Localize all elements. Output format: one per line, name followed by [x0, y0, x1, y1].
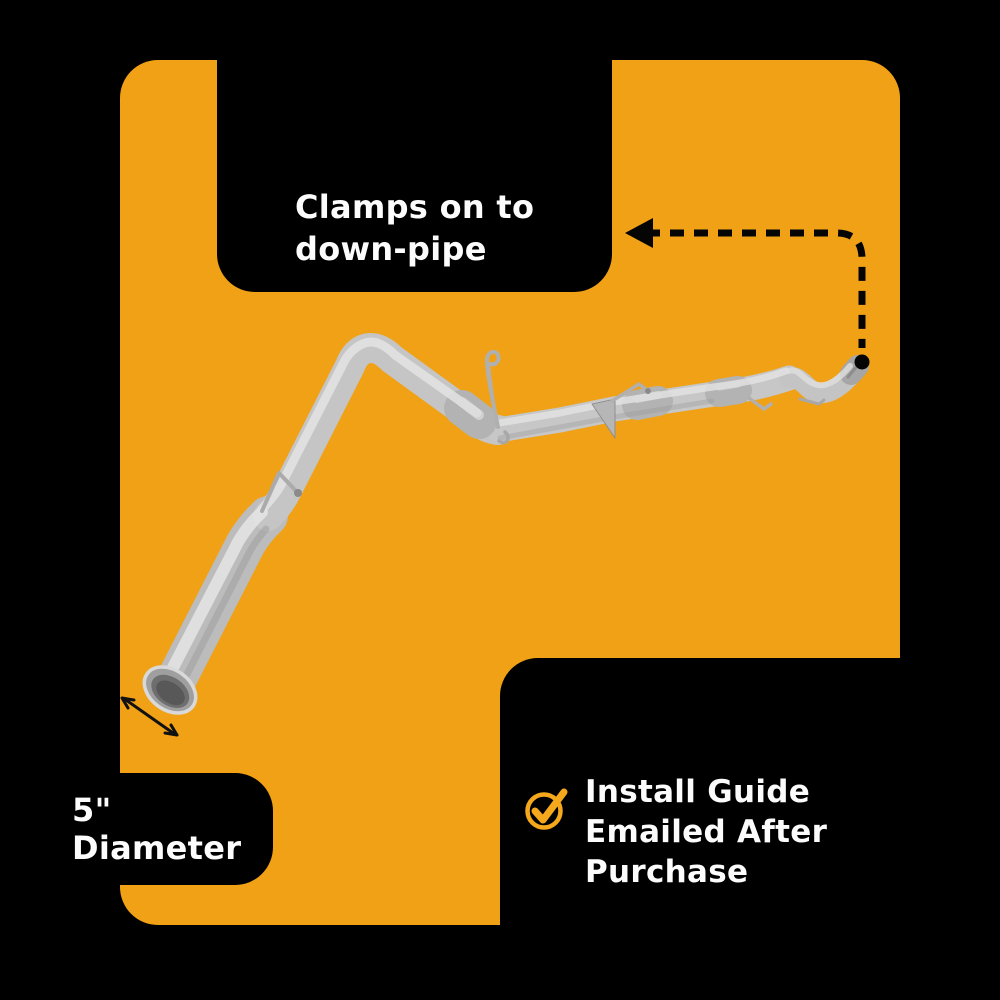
install-guide-line1: Install Guide [585, 774, 811, 810]
callout-install-guide: Install Guide Emailed After Purchase [500, 658, 1000, 1000]
double-headed-arrow-icon [120, 696, 179, 737]
callout-downpipe: Clamps on to down-pipe [217, 0, 612, 292]
pipe-mouth [142, 665, 198, 715]
install-guide-line2: Emailed After Purchase [585, 814, 828, 890]
arrowhead [625, 218, 653, 248]
connector-dot-icon [854, 354, 870, 370]
callout-downpipe-line2: down-pipe [295, 230, 487, 268]
pipe-hangers [260, 349, 826, 513]
callout-diameter-label: 5" Diameter [72, 791, 242, 867]
dashed-arrow-left-icon [625, 218, 870, 370]
exhaust-pipe [152, 333, 869, 708]
checkmark-circle-icon [525, 788, 568, 830]
callout-diameter: 5" Diameter [0, 773, 273, 885]
callout-downpipe-line1: Clamps on to [295, 188, 535, 226]
